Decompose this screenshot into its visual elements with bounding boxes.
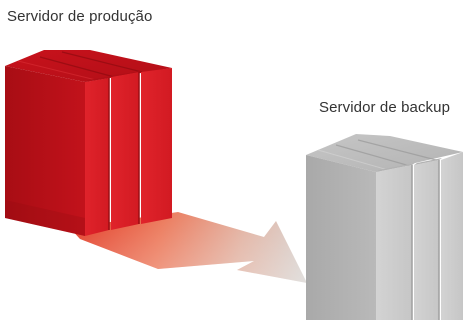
production-server-icon xyxy=(5,50,172,236)
production-server-label: Servidor de produção xyxy=(7,8,153,25)
transfer-arrow xyxy=(70,212,307,283)
backup-server-label: Servidor de backup xyxy=(319,99,451,116)
backup-server-icon xyxy=(306,134,463,320)
